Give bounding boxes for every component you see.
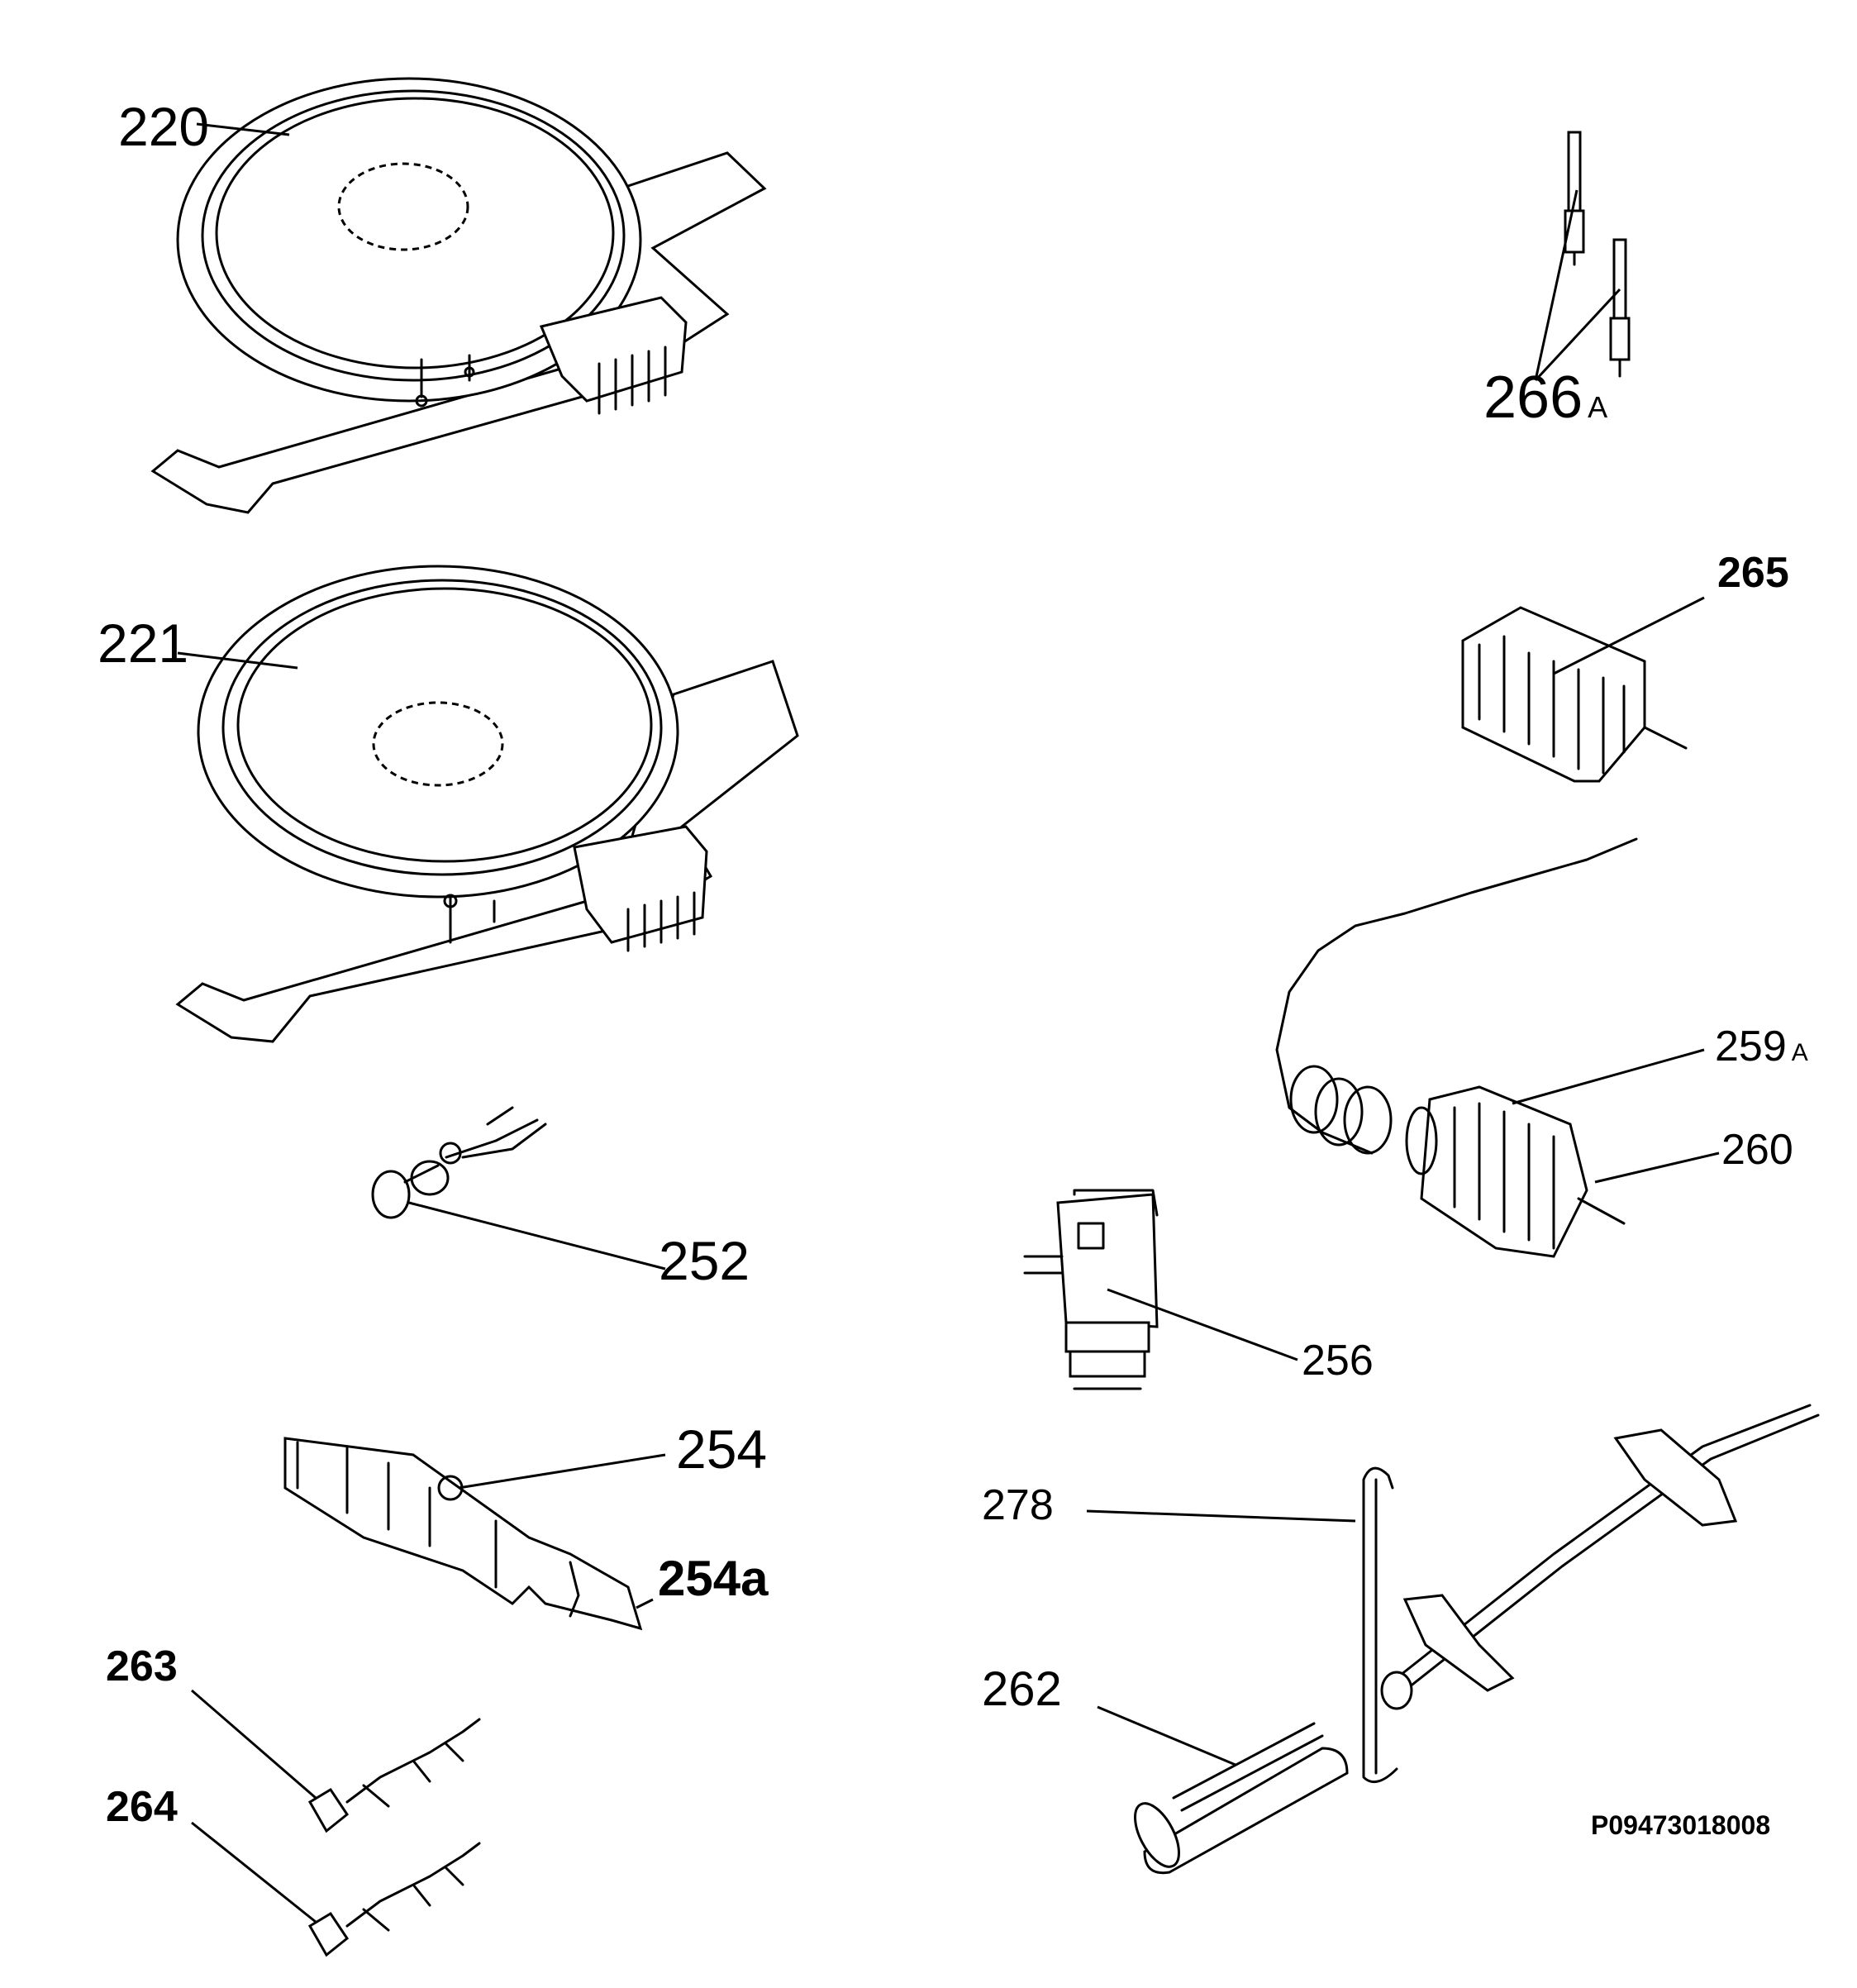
lamp-252-drawing [371, 1106, 666, 1271]
element-254-drawing [283, 1437, 666, 1631]
probes-266a-drawing [1534, 131, 1631, 382]
fuse-264-drawing [191, 1821, 481, 1957]
thermostat-259a-drawing [1275, 837, 1720, 1258]
label-252: 252 [659, 1230, 750, 1291]
label-254: 254 [676, 1418, 768, 1480]
label-266a-suffix: A [1588, 390, 1608, 424]
spit-278-drawing [1086, 1404, 1820, 1784]
label-264: 264 [106, 1783, 178, 1831]
fuse-263-drawing [191, 1689, 481, 1833]
label-256: 256 [1302, 1337, 1374, 1385]
handle-262-drawing [1097, 1705, 1349, 1875]
label-259a-number: 259 [1715, 1023, 1787, 1070]
label-278: 278 [982, 1481, 1054, 1529]
drawing-code: P09473018008 [1591, 1810, 1771, 1840]
hotplate-221-drawing [175, 565, 799, 1043]
label-254a: 254a [658, 1551, 769, 1606]
label-262: 262 [982, 1662, 1062, 1716]
label-259a-suffix: A [1791, 1039, 1808, 1066]
label-265: 265 [1717, 549, 1789, 597]
regulator-256-drawing [1023, 1189, 1298, 1390]
label-220: 220 [118, 96, 210, 157]
switch-265-drawing [1461, 596, 1705, 783]
label-266a-number: 266 [1483, 365, 1583, 431]
label-221: 221 [98, 613, 189, 674]
label-263: 263 [106, 1642, 178, 1690]
label-260: 260 [1721, 1126, 1793, 1174]
hotplate-220-drawing [150, 77, 767, 514]
